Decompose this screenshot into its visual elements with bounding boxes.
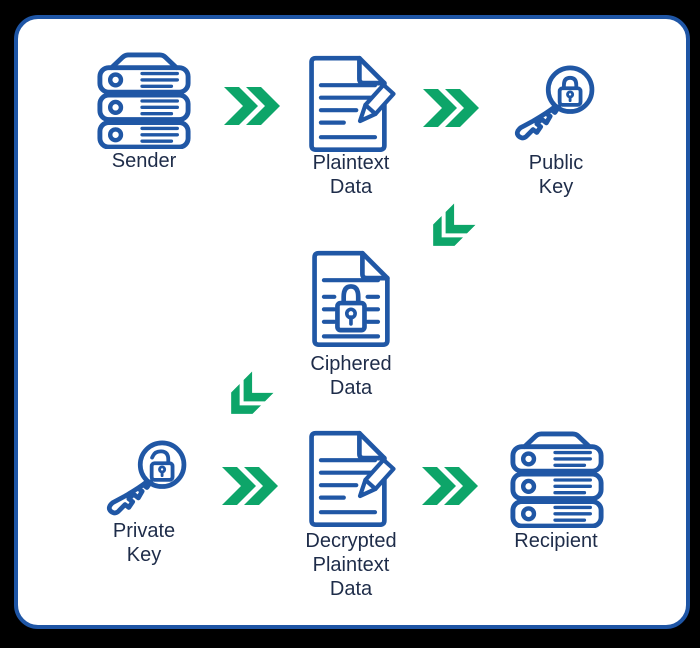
decrypted-plaintext-data-label: Decrypted Plaintext Data bbox=[305, 530, 397, 600]
double-chevron-right-icon bbox=[422, 467, 478, 505]
document-lock-icon bbox=[300, 249, 404, 353]
public-key-label: Public Key bbox=[528, 152, 584, 198]
server-stack-icon bbox=[95, 51, 193, 149]
recipient-label: Recipient bbox=[514, 530, 598, 552]
ciphered-data-label: Ciphered Data bbox=[310, 353, 392, 399]
private-key-label: Private Key bbox=[112, 520, 176, 566]
plaintext-data-label: Plaintext Data bbox=[312, 152, 390, 198]
sender-label: Sender bbox=[111, 150, 177, 172]
key-unlocked-icon bbox=[97, 440, 193, 516]
document-edit-icon bbox=[297, 54, 401, 158]
double-chevron-right-icon bbox=[222, 467, 278, 505]
server-stack-icon bbox=[508, 430, 606, 528]
double-chevron-right-icon bbox=[224, 87, 280, 125]
document-edit-icon bbox=[297, 429, 401, 533]
key-locked-icon bbox=[505, 65, 601, 141]
double-chevron-right-icon bbox=[423, 89, 479, 127]
